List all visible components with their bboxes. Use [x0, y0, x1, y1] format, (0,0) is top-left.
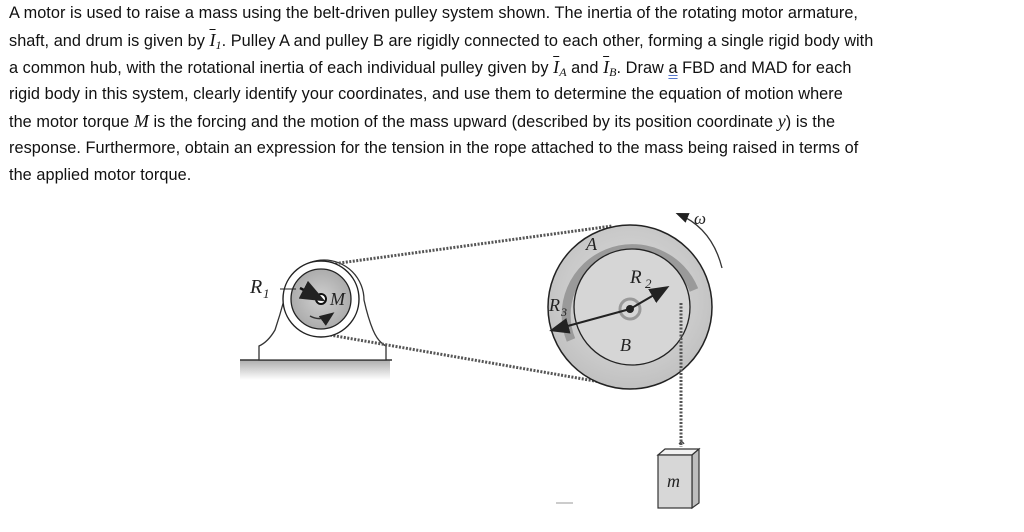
pulley-A-B — [547, 224, 713, 390]
text: a common hub, with the rotational inerti… — [9, 59, 554, 77]
subscript-B: B — [609, 65, 617, 79]
label-R2-subscript: 2 — [645, 276, 652, 291]
label-motor-torque-M: M — [329, 289, 346, 309]
inertia-symbol-IB: I — [603, 57, 610, 77]
subscript-A: A — [559, 65, 567, 79]
inertia-symbol-IA: I — [553, 57, 560, 77]
mass-block — [656, 447, 701, 510]
text: ) is the — [785, 113, 836, 131]
problem-line-2: shaft, and drum is given by I1. Pulley A… — [9, 27, 1019, 54]
pulley-system-diagram: R 1 M A B R 2 R 3 ω m — [240, 209, 723, 510]
text: rigid body in this system, clearly ident… — [9, 85, 843, 103]
label-pulley-B: B — [620, 335, 631, 355]
coordinate-symbol-y: y — [777, 111, 786, 131]
text: . Draw — [616, 59, 669, 77]
text: . Pulley A and pulley B are rigidly conn… — [221, 32, 874, 50]
inertia-symbol-I1: I — [209, 30, 216, 50]
text: the motor torque — [9, 113, 134, 131]
problem-line-6: response. Furthermore, obtain an express… — [9, 135, 1019, 162]
torque-symbol-M: M — [133, 111, 149, 131]
label-R3-subscript: 3 — [560, 305, 567, 319]
grammar-flagged-word[interactable]: a — [668, 59, 678, 77]
label-R1-subscript: 1 — [263, 286, 270, 301]
text: FBD and MAD for each — [677, 59, 852, 77]
problem-statement: A motor is used to raise a mass using th… — [9, 0, 1019, 189]
motor-drum — [280, 260, 360, 338]
text: response. Furthermore, obtain an express… — [9, 139, 859, 157]
label-omega: ω — [694, 209, 706, 228]
angular-velocity-arrow — [675, 213, 723, 269]
text: A motor is used to raise a mass using th… — [9, 4, 859, 22]
problem-line-3: a common hub, with the rotational inerti… — [9, 54, 1019, 81]
belt — [324, 224, 613, 386]
text: the applied motor torque. — [9, 166, 192, 184]
rope — [678, 303, 685, 447]
label-R1: R — [249, 276, 262, 298]
problem-line-1: A motor is used to raise a mass using th… — [9, 0, 1019, 27]
ground — [240, 359, 392, 380]
text: shaft, and drum is given by — [9, 32, 210, 50]
text: and — [566, 59, 604, 77]
label-pulley-A: A — [585, 234, 598, 254]
label-R3: R — [548, 295, 560, 315]
label-mass-m: m — [667, 471, 680, 491]
problem-line-4: rigid body in this system, clearly ident… — [9, 81, 1019, 108]
label-R2: R — [629, 267, 642, 288]
problem-line-5: the motor torque M is the forcing and th… — [9, 108, 1019, 135]
subscript-1: 1 — [215, 38, 222, 52]
problem-line-7: the applied motor torque. — [9, 162, 1019, 189]
text: is the forcing and the motion of the mas… — [148, 113, 778, 131]
